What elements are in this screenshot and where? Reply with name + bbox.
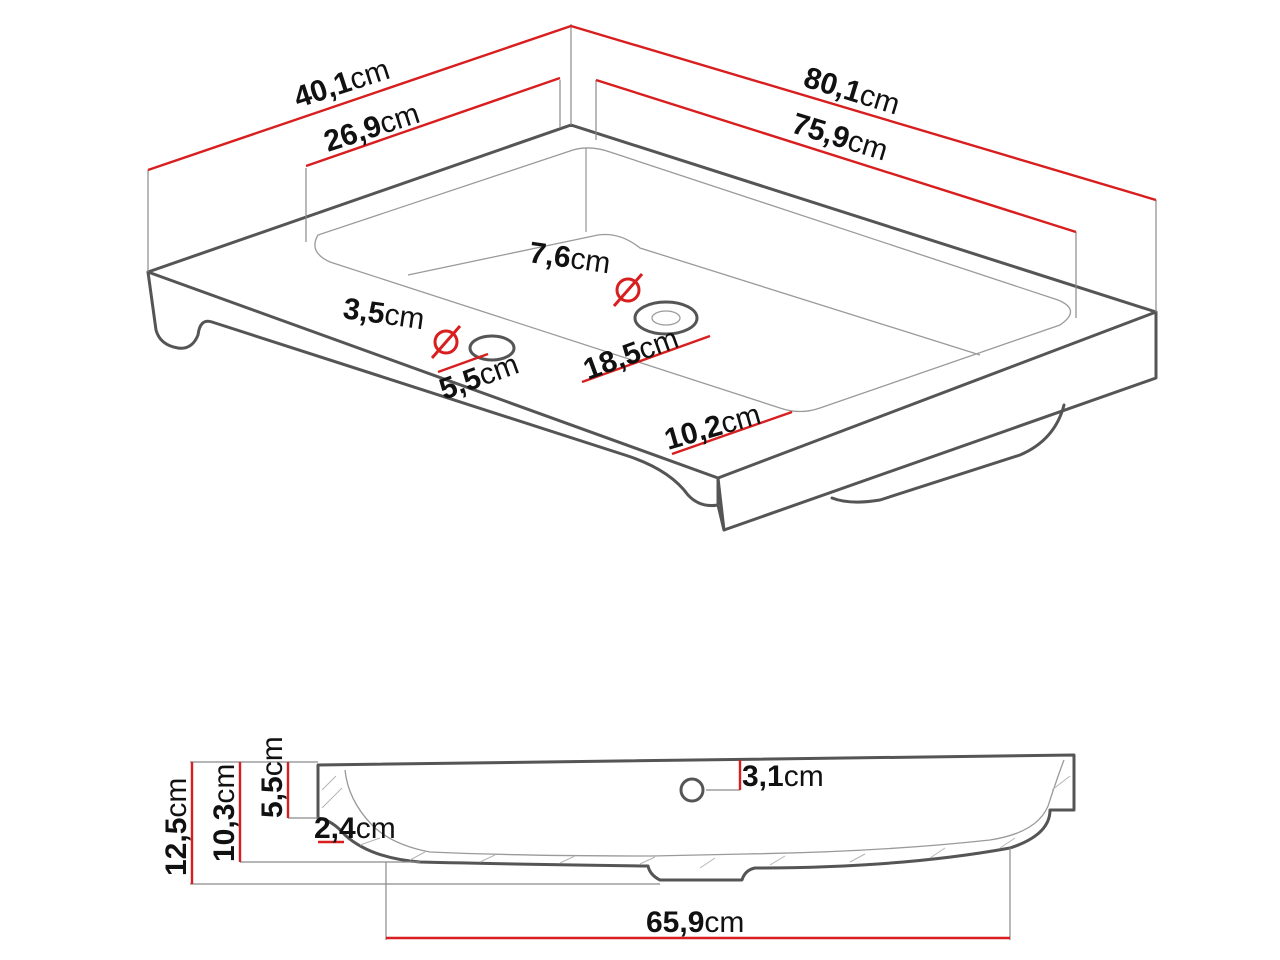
label-overflow-diameter: 3,1cm [742,760,824,793]
dim-line-overall-width [147,24,572,172]
label-total-height: 12,5cm [160,778,193,876]
label-drain-offset: 18,5cm [579,322,683,387]
tap-hole [468,334,516,362]
sink-front-face [146,270,720,507]
dim-line-basin-width [305,76,561,168]
sink-top-view: 40,1cm 26,9cm 80,1cm 75,9cm 7,6cm 3,5cm … [146,24,1158,532]
dim-line-overall-length [570,24,1157,202]
label-bottom-length: 65,9cm [646,906,744,939]
label-front-rim: 10,2cm [661,398,765,457]
drain-hole [633,300,699,336]
basin-inner-slope [407,233,981,356]
diameter-icon [612,273,644,307]
diameter-icon [430,325,462,359]
sink-right-face [716,310,1158,532]
overflow-hole [679,777,705,803]
side-inner-bowl [344,759,1065,857]
label-basin-length: 75,9cm [788,107,892,167]
basin-outline [314,147,1072,413]
sink-corner-edge [716,476,726,532]
drain-inner [651,310,681,326]
dim-line-tap-offset [437,352,489,374]
label-overall-width: 40,1cm [290,53,394,115]
sink-underbelly [830,403,1066,504]
dim-line-basin-length [595,78,1077,234]
sink-side-view: 12,5cm 10,3cm 5,5cm 2,4cm 3,1cm 65,9cm [160,736,1076,940]
label-tap-hole-diameter: 3,5cm [341,292,427,336]
sink-top-outline [146,123,1158,480]
label-body-height: 10,3cm [208,764,241,862]
label-drain-diameter: 7,6cm [527,236,613,280]
label-rim-thickness: 2,4cm [314,812,396,845]
side-outline [316,753,1076,882]
dim-line-drain-offset [581,334,711,384]
section-hatch [321,775,1071,869]
label-rim-height: 5,5cm [256,736,289,818]
dim-line-front-rim [671,410,793,456]
